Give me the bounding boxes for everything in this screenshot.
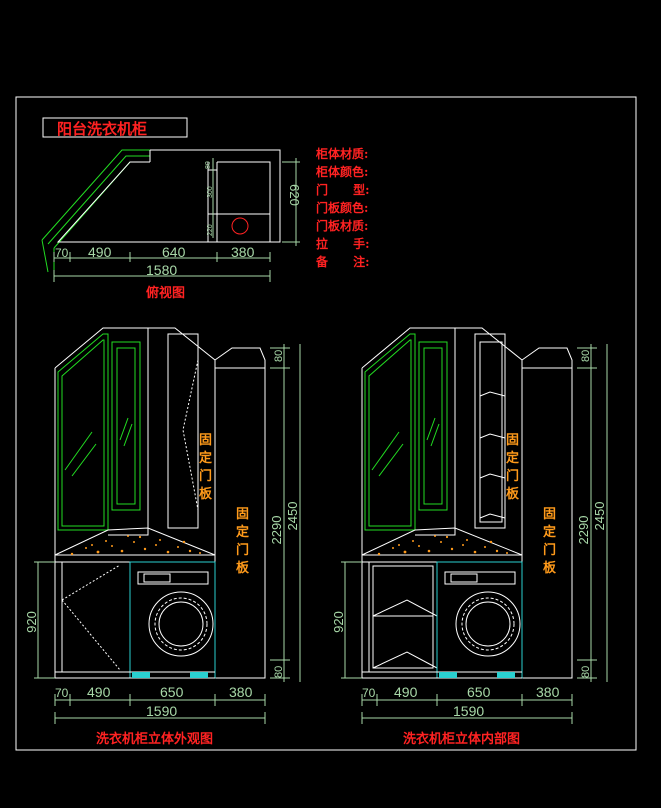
spec-label: 备 注: [315, 254, 370, 269]
exterior-height-total: 2450 [285, 502, 300, 531]
interior-dim-2: 490 [394, 684, 418, 700]
exterior-height-mid: 2290 [269, 516, 284, 545]
spec-label: 门板颜色: [316, 200, 368, 215]
door-label-char: 板 [506, 486, 520, 502]
exterior-dim-1: 70 [55, 686, 69, 700]
door-label-char: 定 [505, 450, 519, 466]
door-label-char: 定 [235, 524, 249, 540]
plan-inner-dim-2: 300 [207, 186, 214, 198]
spec-label-list: 柜体材质: 柜体颜色: 门 型: 门板颜色: 门板材质: 拉 手: 备 注: [315, 146, 370, 269]
interior-elevation [361, 327, 573, 679]
door-label-char: 门 [236, 542, 249, 558]
door-label-char: 固 [236, 507, 249, 522]
door-label-char: 门 [543, 542, 556, 558]
plan-dim-4: 380 [231, 244, 255, 260]
exterior-total-width: 1590 [146, 703, 177, 719]
spec-label: 门板材质: [316, 218, 368, 233]
plan-bottom-dimensions [53, 252, 271, 282]
plan-inner-dim-3: 220 [207, 224, 214, 236]
door-label-char: 门 [199, 468, 212, 484]
interior-countertop-speckles [377, 535, 508, 556]
plan-inner-dim-1: 80 [205, 161, 212, 169]
exterior-door-label-upper: 固 定 门 板 [198, 433, 213, 502]
door-label-char: 板 [543, 560, 557, 576]
spec-label: 拉 手: [316, 236, 370, 251]
door-label-char: 固 [543, 507, 556, 522]
plan-dim-3: 640 [162, 244, 186, 260]
plan-dim-1: 70 [55, 246, 69, 260]
interior-height-left: 920 [331, 611, 346, 633]
plan-depth: 620 [287, 184, 302, 206]
exterior-caption: 洗衣机柜立体外观图 [96, 731, 213, 747]
exterior-height-bottom: 80 [273, 666, 285, 678]
interior-caption: 洗衣机柜立体内部图 [403, 731, 520, 747]
interior-dim-4: 380 [536, 684, 560, 700]
door-label-char: 固 [506, 433, 519, 448]
interior-total-width: 1590 [453, 703, 484, 719]
interior-height-top: 80 [580, 350, 592, 362]
door-label-char: 定 [542, 524, 556, 540]
interior-door-label-upper: 固 定 门 板 [505, 433, 520, 502]
title: 阳台洗衣机柜 [57, 120, 147, 138]
spec-label: 门 型: [316, 182, 370, 197]
exterior-dim-4: 380 [229, 684, 253, 700]
title-box [42, 117, 188, 138]
interior-door-label-side: 固 定 门 板 [542, 507, 557, 576]
plan-total-width: 1580 [146, 262, 177, 278]
exterior-feet [132, 672, 208, 678]
exterior-door-label-side: 固 定 门 板 [235, 507, 250, 576]
exterior-elevation [54, 327, 266, 679]
door-label-char: 门 [506, 468, 519, 484]
interior-height-bottom: 80 [580, 666, 592, 678]
door-label-char: 板 [199, 486, 213, 502]
interior-dim-1: 70 [362, 686, 376, 700]
plan-dim-2: 490 [88, 244, 112, 260]
door-label-char: 固 [199, 433, 212, 448]
plan-depth-dimension [282, 158, 300, 246]
exterior-dimension-lines [34, 344, 301, 724]
interior-dimension-lines [341, 344, 608, 724]
interior-feet [439, 672, 515, 678]
interior-dim-3: 650 [467, 684, 491, 700]
exterior-height-left: 920 [24, 611, 39, 633]
interior-height-total: 2450 [592, 502, 607, 531]
interior-height-mid: 2290 [576, 516, 591, 545]
drawing-frame [15, 96, 637, 751]
door-label-char: 定 [198, 450, 212, 466]
exterior-height-top: 80 [273, 350, 285, 362]
plan-view [41, 149, 281, 275]
plan-label: 俯视图 [146, 285, 185, 301]
spec-label: 柜体颜色: [315, 164, 368, 179]
door-label-char: 板 [236, 560, 250, 576]
spec-label: 柜体材质: [315, 146, 368, 161]
exterior-countertop-speckles [70, 535, 201, 556]
exterior-dim-3: 650 [160, 684, 184, 700]
exterior-dim-2: 490 [87, 684, 111, 700]
